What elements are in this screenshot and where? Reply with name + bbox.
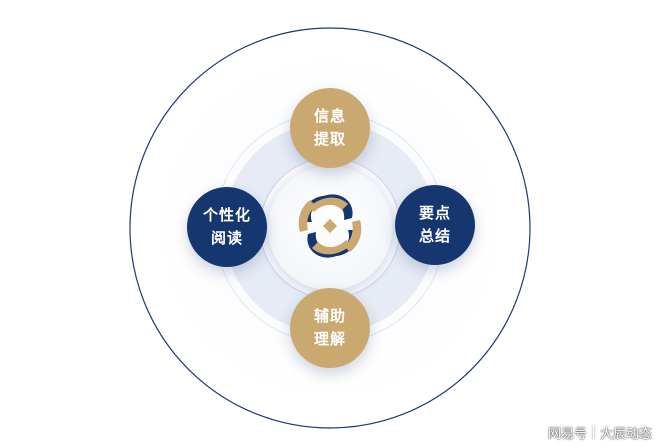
interlocking-swirl-logo-icon — [298, 194, 362, 258]
node-left-line2: 阅读 — [210, 229, 243, 247]
source-watermark: 网易号 大辰动态 — [548, 423, 652, 442]
node-bottom-line2: 理解 — [313, 330, 346, 348]
node-right-line2: 总结 — [418, 227, 451, 245]
watermark-separator — [592, 426, 594, 439]
node-assisted-understanding: 辅助 理解 — [290, 288, 370, 368]
node-personalized-reading: 个性化 阅读 — [187, 187, 267, 267]
node-top-line2: 提取 — [313, 130, 346, 148]
watermark-platform: 网易号 — [547, 427, 587, 442]
node-left-line1: 个性化 — [202, 206, 251, 224]
logo-swirl-gold — [298, 197, 362, 255]
logo-center-diamond — [322, 218, 338, 234]
node-top-line1: 信息 — [313, 107, 346, 125]
node-right-line1: 要点 — [418, 204, 451, 222]
node-bottom-line1: 辅助 — [313, 307, 346, 325]
node-information-extraction: 信息 提取 — [290, 88, 370, 168]
outer-ring — [129, 27, 531, 429]
watermark-account: 大辰动态 — [599, 427, 652, 442]
node-key-point-summary: 要点 总结 — [395, 185, 475, 265]
